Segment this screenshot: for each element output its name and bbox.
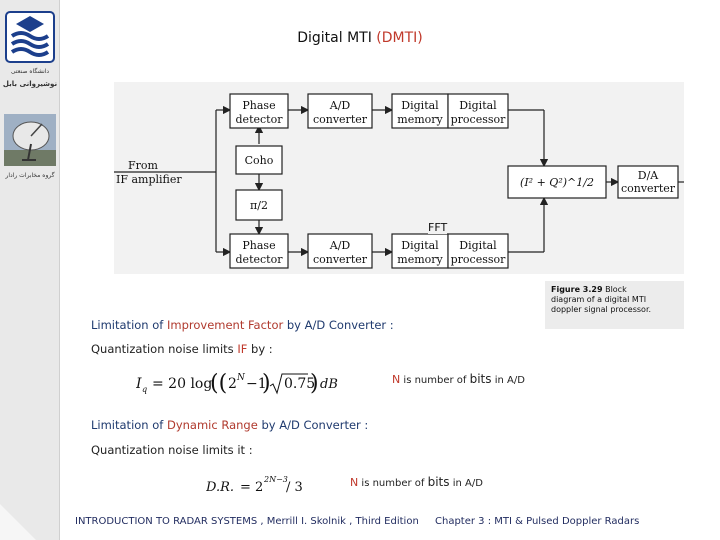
line1-prefix: Quantization noise limits [91,342,238,356]
diagram-from-label: From [128,159,159,172]
formula2-svg: D.R. = 2 2N−3 / 3 [206,475,303,495]
heading2-prefix: Limitation of [91,418,167,432]
heading2-suffix: by A/D Converter : [257,418,369,432]
title-main: Digital MTI [297,30,372,46]
formula1-svg: I q = 20 log (( 2 N −1 ) 0.75 ) dB [136,371,338,396]
svg-text:): ) [262,371,271,396]
diagram-digital-processor-top: Digital [459,99,497,112]
diagram-phase-label-top: Phase [242,99,275,112]
diagram-da-converter-label: converter [621,182,676,195]
svg-text:I: I [136,376,142,392]
heading1-suffix: by A/D Converter : [283,318,394,332]
figure-caption: Figure 3.29 Block diagram of a digital M… [545,281,684,329]
dynamic-range-heading: Limitation of Dynamic Range by A/D Conve… [91,418,368,432]
diagram-digital-memory-bottom: Digital [401,239,439,252]
quantization-noise-line-2: Quantization noise limits it : [91,443,253,457]
figure-caption-text2: diagram of a digital MTI [551,295,647,304]
diagram-memory-label-top: memory [397,113,443,126]
svg-text:= 2: = 2 [240,480,263,495]
note2-n: N [350,476,359,489]
title-accent: (DMTI) [376,30,423,46]
diagram-if-amplifier-label: IF amplifier [116,173,182,186]
faculty-name: نوشیروانی بابل [2,80,58,88]
improvement-factor-heading: Limitation of Improvement Factor by A/D … [91,318,394,332]
diagram-processor-label-top: processor [451,113,507,126]
svg-text:): ) [310,371,319,396]
line1-suffix: by : [247,342,273,356]
diagram-ad-label-top: A/D [329,99,351,112]
diagram-ad-label-bottom: A/D [329,239,351,252]
svg-text:2: 2 [228,376,237,392]
svg-text:2N−3: 2N−3 [263,475,288,484]
diagram-da-label: D/A [638,169,660,182]
block-diagram: From IF amplifier Phase detector A/D con… [114,82,684,274]
note1-end: in A/D [491,375,525,386]
svg-text:= 20 log: = 20 log [152,376,212,392]
heading1-highlight: Improvement Factor [166,318,284,332]
sidebar: دانشگاه صنعتی نوشیروانی بابل گروه مخابرا… [0,0,60,540]
university-logo-icon [5,11,55,63]
heading2-highlight: Dynamic Range [166,418,258,432]
slide-title: Digital MTI (DMTI) [0,30,720,46]
heading1-prefix: Limitation of [91,318,167,332]
footer-reference: INTRODUCTION TO RADAR SYSTEMS , Merrill … [75,516,419,527]
diagram-magnitude-label: (I² + Q²)^1/2 [520,176,594,189]
diagram-phase-shift-label: π/2 [250,199,268,212]
svg-text:0.75: 0.75 [284,376,315,392]
diagram-digital-memory-top: Digital [401,99,439,112]
diagram-coho-label: Coho [245,154,274,167]
svg-text:dB: dB [320,377,338,392]
radar-dish-icon [4,114,56,166]
line1-highlight: IF [237,342,248,356]
block-diagram-svg: From IF amplifier Phase detector A/D con… [114,93,684,269]
figure-caption-text1: Block [605,285,627,294]
diagram-phase-label-bottom: Phase [242,239,275,252]
department-name: گروه مخابرات رادار [5,172,55,179]
note1-n: N [392,373,401,386]
note2-end: in A/D [449,478,483,489]
svg-text:/ 3: / 3 [286,480,303,495]
note1-bits: bits [469,372,492,386]
figure-caption-text3: doppler signal processor. [551,305,652,314]
bits-note-2: N is number of bits in A/D [350,475,483,489]
diagram-detector-label-top: detector [236,113,284,126]
svg-text:−1: −1 [246,376,267,392]
diagram-memory-label-bottom: memory [397,253,443,266]
diagram-digital-processor-bottom: Digital [459,239,497,252]
svg-text:D.R.: D.R. [206,480,234,495]
improvement-factor-formula: I q = 20 log (( 2 N −1 ) 0.75 ) dB [136,368,346,398]
bits-note-1: N is number of bits in A/D [392,372,525,386]
svg-text:q: q [142,385,147,394]
quantization-noise-line-1: Quantization noise limits IF by : [91,342,273,356]
fft-annotation: FFT [428,221,448,234]
diagram-processor-label-bottom: processor [451,253,507,266]
university-name: دانشگاه صنعتی [10,68,50,75]
svg-text:N: N [236,373,246,383]
diagram-converter-label-bottom: converter [313,253,368,266]
footer-chapter: Chapter 3 : MTI & Pulsed Doppler Radars [435,516,640,527]
diagram-detector-label-bottom: detector [236,253,284,266]
dynamic-range-formula: D.R. = 2 2N−3 / 3 [206,472,316,498]
diagram-converter-label-top: converter [313,113,368,126]
page-fold [0,504,36,540]
note1-mid: is number of [400,375,470,386]
note2-bits: bits [427,475,450,489]
note2-mid: is number of [358,478,428,489]
svg-text:((: (( [210,371,227,396]
figure-number: Figure 3.29 [551,285,603,294]
